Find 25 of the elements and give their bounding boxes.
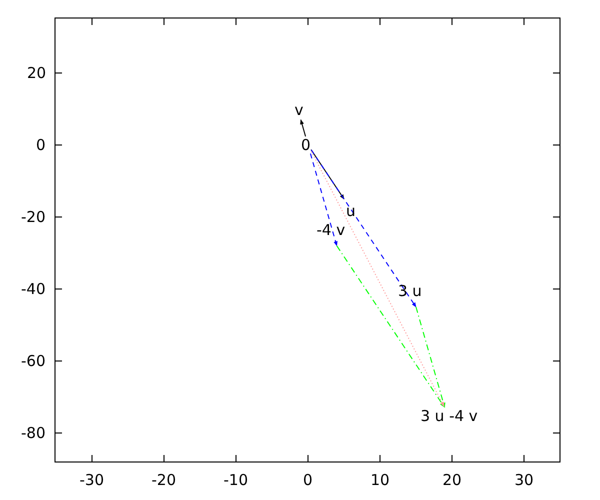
axis-tick-label: 30 xyxy=(514,472,534,489)
axis-tick-label: -20 xyxy=(152,472,176,489)
point-label: u xyxy=(346,202,356,220)
axis-tick-label: 0 xyxy=(36,136,46,154)
point-label: v xyxy=(294,102,304,118)
vector-arrow xyxy=(336,245,445,408)
axis-tick-label: 20 xyxy=(27,64,46,82)
axis-tick-label: -80 xyxy=(21,424,46,442)
axis-tick-label: -10 xyxy=(224,472,248,489)
point-label: 0 xyxy=(301,136,311,154)
axis-tick-label: 0 xyxy=(303,472,313,489)
point-label: -4 v xyxy=(316,222,346,238)
point-label: 3 u xyxy=(398,282,422,300)
axis-tick-label: -40 xyxy=(21,280,46,298)
vector-arrow xyxy=(310,153,338,246)
axis-tick-label: -60 xyxy=(21,352,46,370)
vector-arrow xyxy=(416,306,446,408)
axis-tick-label: -30 xyxy=(80,472,104,489)
axis-tick-label: 10 xyxy=(370,472,390,489)
point-label: 3 u -4 v xyxy=(420,408,478,424)
vector-arrow xyxy=(300,119,306,137)
vector-arrow xyxy=(310,149,416,308)
vector-arrow xyxy=(310,151,445,407)
axis-tick-label: 20 xyxy=(442,472,462,489)
axis-tick-label: -20 xyxy=(21,208,46,226)
